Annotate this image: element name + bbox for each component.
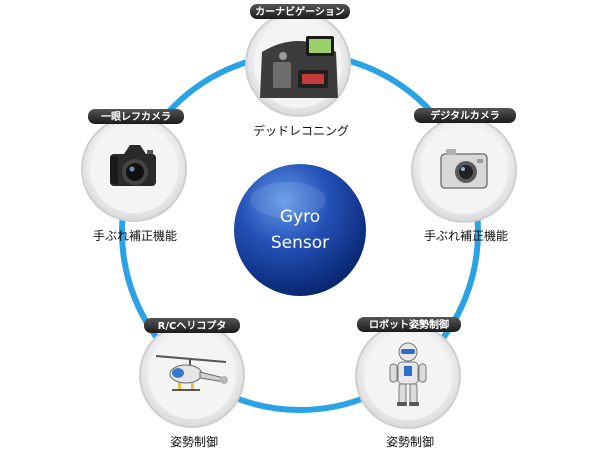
- caption-digital-camera: 手ぶれ補正機能: [424, 228, 508, 243]
- caption-dslr-camera: 手ぶれ補正機能: [93, 228, 177, 243]
- node-robot-posture: ロボット姿勢制御 姿勢制御: [355, 317, 461, 449]
- node-rc-helicopter: R/Cヘリコプタ 姿勢制御: [139, 318, 245, 449]
- gyro-sensor-center: Gyro Sensor: [234, 164, 366, 296]
- rc-helicopter-icon: [155, 355, 228, 391]
- center-title-line2: Sensor: [271, 233, 329, 253]
- node-digital-camera: デジタルカメラ 手ぶれ補正機能: [411, 108, 517, 243]
- tag-rc-helicopter: R/Cヘリコプタ: [158, 319, 227, 332]
- car-navigation-icon: [260, 36, 338, 98]
- digital-camera-icon: [440, 149, 488, 189]
- node-car-navigation: カーナビゲーション デッドレコニング: [245, 4, 351, 138]
- dslr-camera-icon: [110, 145, 156, 186]
- center-title-line1: Gyro: [280, 207, 320, 227]
- caption-car-navigation: デッドレコニング: [253, 123, 349, 138]
- tag-car-navigation: カーナビゲーション: [255, 5, 345, 18]
- tag-robot-posture: ロボット姿勢制御: [369, 318, 449, 331]
- node-dslr-camera: 一眼レフカメラ 手ぶれ補正機能: [81, 109, 187, 243]
- humanoid-robot-icon: [389, 342, 427, 406]
- tag-dslr-camera: 一眼レフカメラ: [101, 111, 171, 123]
- tag-digital-camera: デジタルカメラ: [430, 109, 500, 122]
- caption-robot-posture: 姿勢制御: [386, 434, 434, 449]
- caption-rc-helicopter: 姿勢制御: [170, 434, 218, 449]
